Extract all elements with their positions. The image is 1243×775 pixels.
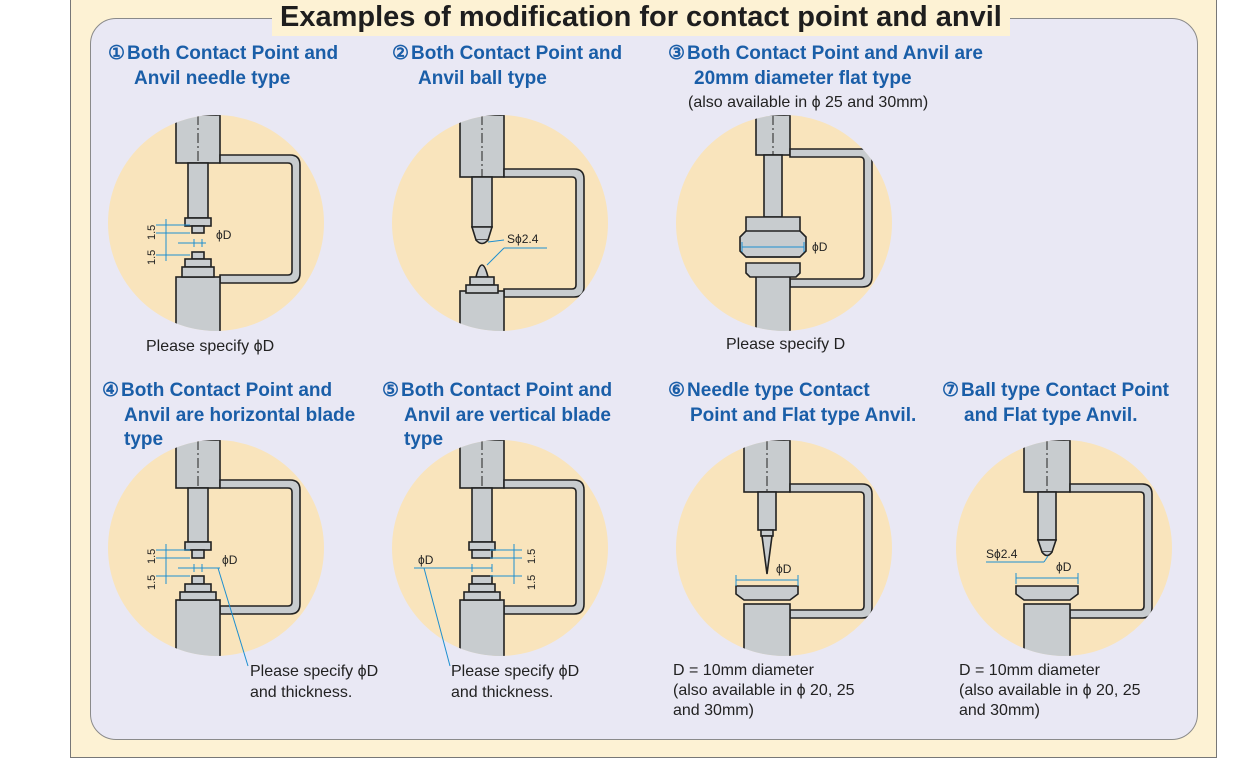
dim-label-1b: 1.5	[146, 250, 158, 265]
diagram-vertical-blade: 1.5 1.5 ϕD	[392, 440, 608, 667]
dim-label-1a: 1.5	[146, 549, 158, 564]
spec-3: Please specify D	[726, 336, 846, 353]
spec-5: Please specify ϕD	[451, 663, 580, 680]
note-7-line1: D = 10mm diameter	[959, 662, 1100, 679]
note-6-line1: D = 10mm diameter	[673, 662, 814, 679]
diagram-horizontal-blade: 1.5 1.5 ϕD	[108, 440, 324, 667]
diagram-flat-type: ϕD	[676, 115, 892, 331]
note-6-line3: and 30mm)	[673, 702, 754, 719]
spec-4: Please specify ϕD	[250, 663, 379, 680]
dim-label-1a: 1.5	[146, 225, 158, 240]
diagram-needle-type: 1.5 1.5 ϕD	[108, 115, 324, 331]
note-7-line3: and 30mm)	[959, 702, 1040, 719]
dim-label-d: ϕD	[418, 553, 434, 567]
diagram-needle-flat: ϕD	[676, 440, 892, 656]
page-title: Examples of modification for contact poi…	[272, 0, 1010, 36]
dim-label-1a: 1.5	[526, 549, 538, 564]
dim-label-1b: 1.5	[526, 575, 538, 590]
note-7-line2: (also available in ϕ 20, 25	[959, 682, 1141, 699]
note-6-line2: (also available in ϕ 20, 25	[673, 682, 855, 699]
spec-1: Please specify ϕD	[146, 338, 275, 355]
caption-3-note: (also available in ϕ 25 and 30mm)	[688, 94, 929, 111]
dim-label-sphere: Sϕ2.4	[507, 232, 539, 246]
dim-label-d: ϕD	[216, 228, 232, 242]
diagram-ball-flat: Sϕ2.4 ϕD	[956, 440, 1172, 656]
dim-label-d: ϕD	[1056, 560, 1072, 574]
dim-label-d: ϕD	[776, 562, 792, 576]
dim-label-d: ϕD	[812, 240, 828, 254]
spec-4-thickness: and thickness.	[250, 684, 353, 701]
dim-label-sphere: Sϕ2.4	[986, 547, 1018, 561]
diagram-ball-type: Sϕ2.4	[392, 115, 608, 331]
dim-label-1b: 1.5	[146, 575, 158, 590]
dim-label-d: ϕD	[222, 553, 238, 567]
spec-5-thickness: and thickness.	[451, 684, 554, 701]
